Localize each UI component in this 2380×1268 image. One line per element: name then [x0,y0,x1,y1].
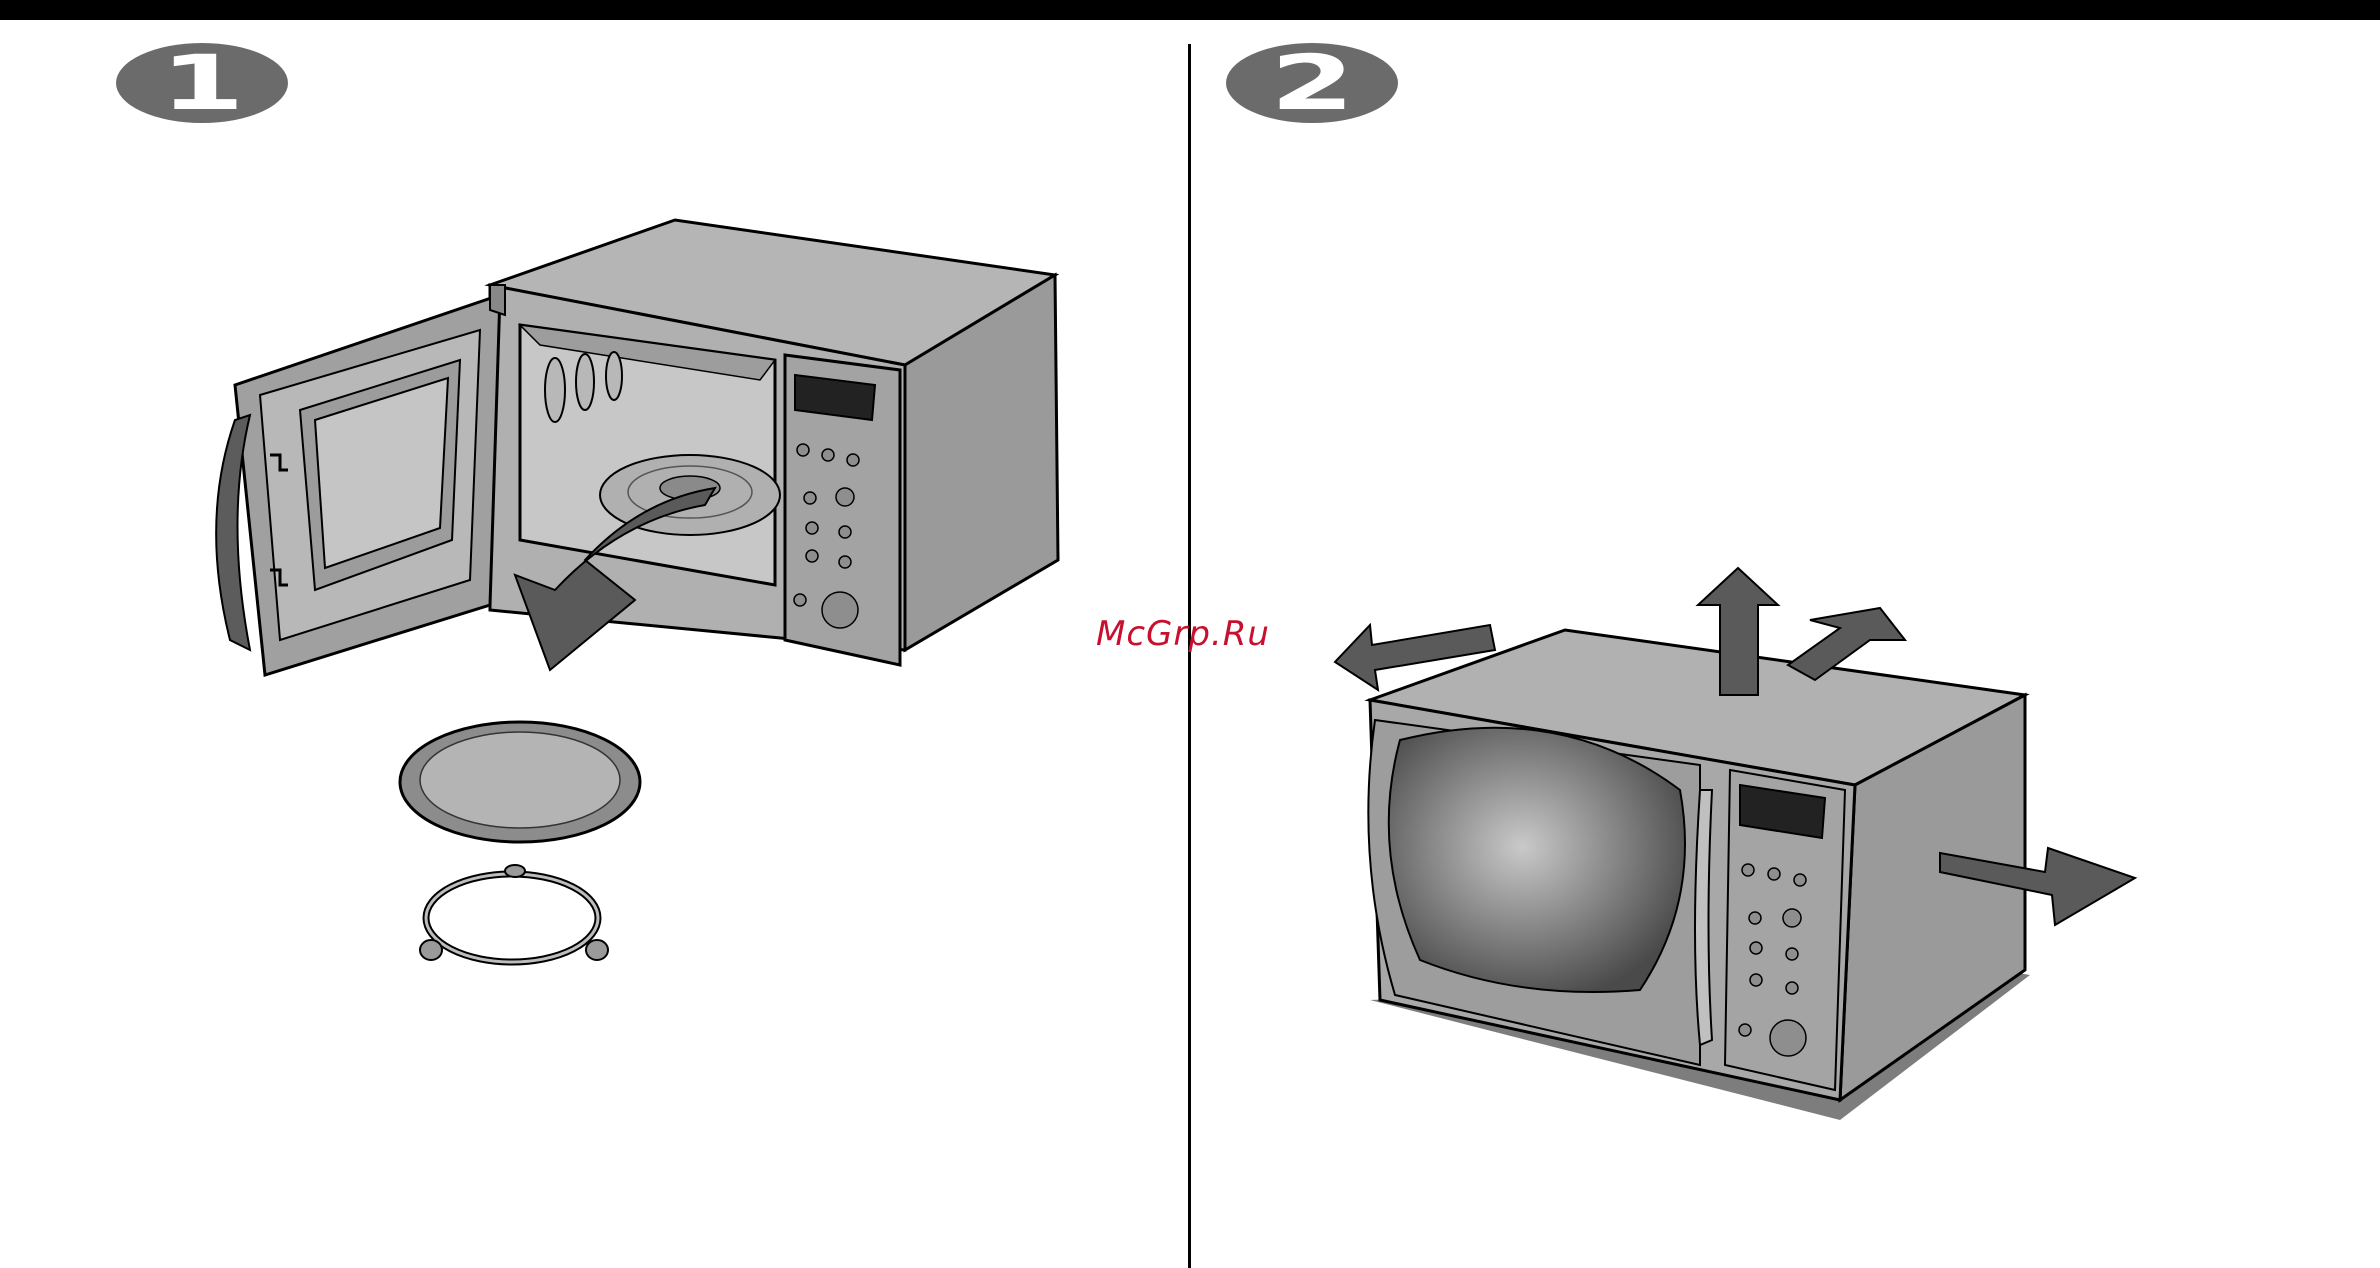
watermark-text: McGrp.Ru [1096,614,1270,654]
glass-tray-illustration [400,722,640,842]
roller-ring-illustration [420,865,608,962]
closed-microwave-illustration [1335,568,2135,1120]
open-microwave-illustration [216,220,1058,675]
